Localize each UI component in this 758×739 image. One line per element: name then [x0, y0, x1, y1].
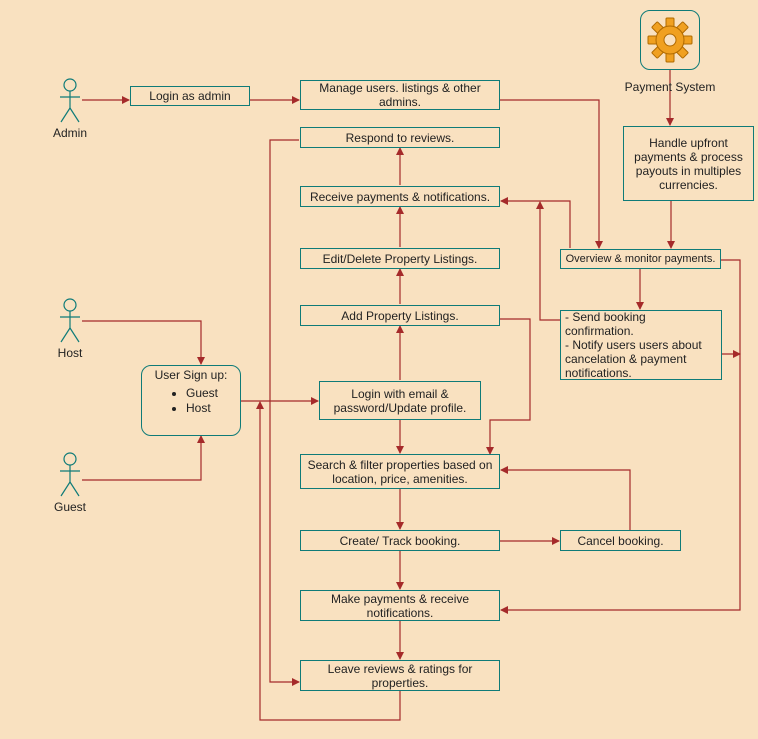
create-track-booking-box: Create/ Track booking. [300, 530, 500, 551]
arrow-overview-to-make-payments [500, 259, 741, 614]
signup-title: User Sign up: [154, 368, 228, 382]
admin-label: Admin [52, 126, 87, 140]
user-signup-box: User Sign up: Guest Host [141, 365, 241, 436]
host-label: Host [57, 346, 83, 360]
arrow-overview-to-receive [500, 197, 571, 248]
login-as-admin-box: Login as admin [130, 86, 250, 106]
guest-label: Guest [53, 500, 86, 514]
payment-system-node [640, 10, 700, 70]
receive-payments-box: Receive payments & notifications. [300, 186, 500, 207]
respond-to-reviews-box: Respond to reviews. [300, 127, 500, 148]
edit-delete-listings-box: Edit/Delete Property Listings. [300, 248, 500, 269]
host-actor-icon [60, 298, 80, 343]
arrow-host-to-signup [82, 320, 205, 365]
make-payments-box: Make payments & receive notifications. [300, 590, 500, 621]
login-email-box: Login with email & password/Update profi… [319, 381, 481, 420]
overview-monitor-box: Overview & monitor payments. [560, 249, 721, 269]
notify-users-box: - Send booking confirmation. - Notify us… [560, 310, 722, 380]
admin-actor-icon [60, 78, 80, 123]
arrow-notify-to-receive [536, 201, 560, 321]
gear-icon [647, 17, 693, 63]
manage-users-box: Manage users. listings & other admins. [300, 80, 500, 110]
signup-option-guest: Guest [186, 386, 236, 401]
add-listings-box: Add Property Listings. [300, 305, 500, 326]
handle-payments-box: Handle upfront payments & process payout… [623, 126, 754, 201]
search-filter-box: Search & filter properties based on loca… [300, 454, 500, 489]
arrow-add-to-search [486, 318, 531, 455]
cancel-booking-box: Cancel booking. [560, 530, 681, 551]
arrow-manage-to-overview [500, 99, 603, 249]
arrow-reviews-loop [256, 401, 401, 721]
guest-actor-icon [60, 452, 80, 497]
arrow-cancel-to-search [500, 466, 631, 530]
signup-options-list: Guest Host [146, 386, 236, 416]
arrow-guest-to-signup [82, 435, 205, 481]
arrow-respond-to-reviews [269, 139, 300, 686]
payment-system-label: Payment System [624, 80, 716, 94]
signup-option-host: Host [186, 401, 236, 416]
leave-reviews-box: Leave reviews & ratings for properties. [300, 660, 500, 691]
